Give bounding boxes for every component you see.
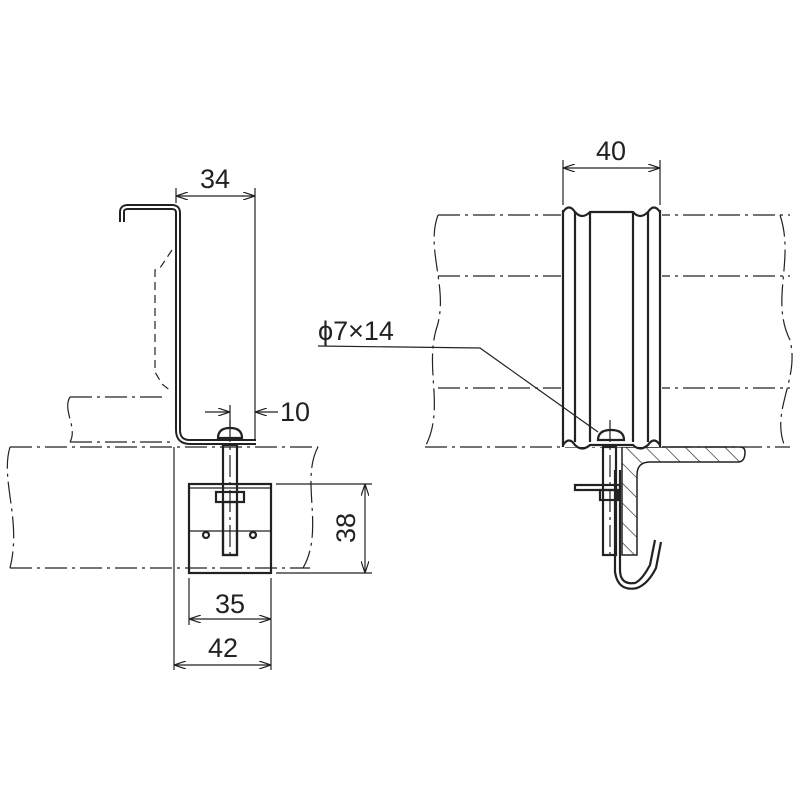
dimension-38: 38 — [276, 483, 372, 574]
dimension-38-label: 38 — [331, 513, 361, 543]
dimension-35-label: 35 — [215, 589, 245, 619]
channel — [561, 206, 662, 450]
left-view: 34 10 38 35 42 — [6, 164, 372, 670]
dimension-34: 34 — [175, 164, 256, 440]
bolt-right — [573, 420, 626, 560]
dimension-40-label: 40 — [596, 136, 626, 166]
upper-beam-outline — [67, 396, 172, 443]
hook-clamp — [613, 446, 746, 590]
dimension-34-label: 34 — [200, 164, 230, 194]
hanger-bracket — [119, 204, 256, 445]
dimension-35: 35 — [188, 578, 272, 670]
lower-beam-outline — [6, 446, 319, 569]
dimension-10-label: 10 — [280, 397, 310, 427]
dimension-42: 42 — [173, 447, 271, 670]
hole-callout: ϕ7×14 — [317, 316, 599, 433]
right-view: 40 ϕ7×14 — [317, 136, 793, 590]
clamp-block — [187, 482, 273, 575]
dimension-40: 40 — [562, 136, 661, 205]
hole-size-label: ϕ7×14 — [318, 316, 394, 346]
dimension-10: 10 — [205, 397, 310, 428]
dimension-42-label: 42 — [208, 633, 238, 663]
